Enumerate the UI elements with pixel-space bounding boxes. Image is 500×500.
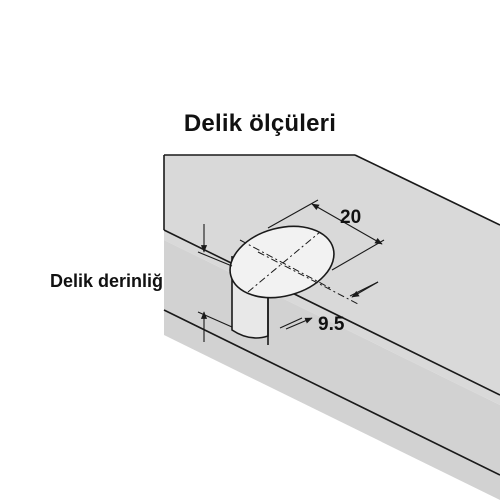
diameter-extension-lines [267, 199, 385, 271]
offset-dimension-arrow-lower [285, 317, 313, 330]
offset-value: 9.5 [318, 314, 345, 335]
diameter-dimension-line [311, 203, 383, 245]
panel-edges [163, 154, 500, 476]
center-lines [239, 231, 359, 305]
depth-dimension [197, 224, 233, 342]
panel-top-face [164, 155, 500, 405]
diameter-value: 20 [340, 207, 361, 228]
hole-depth-label: Delik derinliği [50, 271, 169, 291]
diagram-title: Delik ölçüleri [183, 110, 337, 137]
offset-dimension-arrow-upper [351, 281, 379, 298]
